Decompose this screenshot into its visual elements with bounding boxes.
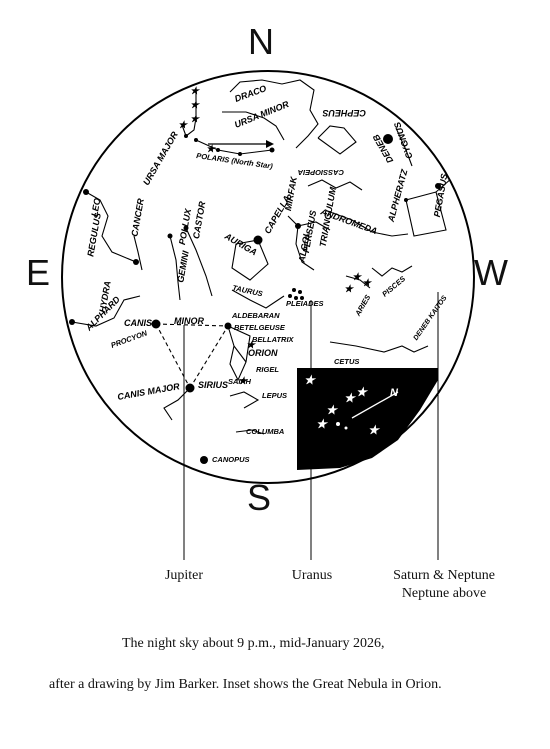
- svg-text:★: ★: [178, 120, 189, 131]
- andromeda-lines: [329, 211, 409, 237]
- svg-text:★: ★: [362, 278, 373, 289]
- label-pisces: PISCES: [380, 274, 407, 299]
- leo-lines: [85, 191, 137, 263]
- svg-text:★: ★: [238, 376, 249, 387]
- columba-lines: [235, 429, 265, 435]
- deneb-star: [383, 134, 393, 144]
- caption-line-2: after a drawing by Jim Barker. Inset sho…: [49, 677, 442, 692]
- planet-saturn-neptune: Saturn & Neptune: [393, 568, 495, 583]
- label-canopus: CANOPUS: [212, 455, 250, 464]
- label-aldebaran: ALDEBARAN: [231, 311, 280, 320]
- planet-jupiter: Jupiter: [164, 568, 204, 583]
- taurus-lines: [231, 289, 285, 309]
- compass-south: S: [247, 477, 272, 518]
- label-auriga: AURIGA: [222, 231, 259, 258]
- procyon-star: [151, 319, 161, 329]
- canis-major-lines: [163, 387, 191, 421]
- label-betelgeuse: BETELGEUSE: [234, 323, 286, 332]
- label-leo: LEO: [89, 197, 102, 217]
- label-canis-major: CANIS MAJOR: [117, 381, 181, 402]
- label-cepheus: CEPHEUS: [322, 108, 366, 118]
- label-castor: CASTOR: [191, 200, 208, 239]
- capella-star: [253, 235, 263, 245]
- label-cetus: CETUS: [334, 357, 359, 366]
- svg-text:★: ★: [356, 385, 369, 399]
- star-glyphs: ★★★ ★★ ★★★ ★★: [178, 86, 373, 387]
- label-procyon: PROCYON: [110, 328, 149, 350]
- winter-triangle: [155, 323, 229, 389]
- label-cygnus: CYGNUS: [392, 121, 415, 161]
- cygnus-lines: [395, 127, 413, 167]
- label-minor: MINOR: [174, 316, 204, 326]
- planet-neptune-above: Neptune above: [401, 586, 487, 601]
- draco-lines: [229, 79, 319, 149]
- label-bellatrix: BELLATRIX: [252, 335, 295, 344]
- svg-text:★: ★: [190, 114, 201, 125]
- svg-text:★: ★: [190, 86, 201, 97]
- svg-text:★: ★: [344, 391, 357, 405]
- label-alpheratz: ALPHERATZ: [386, 168, 410, 224]
- label-canis-minor: CANIS: [124, 318, 152, 328]
- label-aries: ARIES: [353, 293, 373, 318]
- svg-text:★: ★: [206, 144, 217, 155]
- label-draco: DRACO: [233, 83, 267, 104]
- nebula-inset: ★★★ ★★★ N: [297, 368, 438, 470]
- hydra-lines: [71, 295, 141, 327]
- gemini-lines: [185, 227, 213, 297]
- compass-west: W: [474, 252, 508, 293]
- label-saiph: SAIPH: [228, 377, 252, 386]
- label-cancer: CANCER: [129, 197, 146, 237]
- label-pleiades: PLEIADES: [286, 299, 324, 308]
- svg-text:★: ★: [190, 100, 201, 111]
- svg-text:★: ★: [246, 340, 257, 351]
- sky-circle: [61, 70, 475, 484]
- stars: [69, 134, 441, 464]
- compass-east: E: [26, 252, 51, 293]
- cancer-lines: [133, 235, 143, 271]
- label-regulus: REGULUS: [85, 212, 102, 257]
- svg-text:★: ★: [368, 423, 381, 437]
- inset-north-label: N: [390, 387, 399, 399]
- label-capella: CAPELLA: [262, 194, 292, 236]
- label-lepus: LEPUS: [262, 391, 287, 400]
- ursa-minor-lines: [222, 111, 285, 141]
- pegasus-lines: [405, 191, 447, 237]
- planet-uranus: Uranus: [291, 568, 333, 583]
- label-diphda: DENEB KAITOS: [413, 294, 449, 342]
- svg-text:★: ★: [352, 272, 363, 283]
- label-pegasus: PEGASUS: [432, 173, 449, 218]
- label-cassiopeia: CASSIOPEIA: [298, 168, 344, 177]
- cetus-lines: [329, 341, 429, 353]
- label-rigel: RIGEL: [256, 365, 279, 374]
- lepus-lines: [229, 391, 260, 409]
- caption-line-1: The night sky about 9 p.m., mid-January …: [122, 636, 385, 651]
- svg-text:★: ★: [304, 373, 317, 387]
- svg-text:★: ★: [326, 403, 339, 417]
- label-columba: COLUMBA: [246, 427, 284, 436]
- perseus-lines: [287, 215, 315, 271]
- cassiopeia-lines: [307, 179, 363, 191]
- label-taurus: TAURUS: [232, 283, 264, 298]
- canopus-star: [200, 456, 208, 464]
- label-sirius: SIRIUS: [198, 380, 228, 390]
- betelgeuse-star: [224, 322, 232, 330]
- compass-north: N: [248, 21, 274, 62]
- svg-text:★: ★: [316, 417, 329, 431]
- cepheus-lines: [317, 125, 357, 155]
- label-orion: ORION: [248, 348, 278, 358]
- sirius-star: [185, 383, 195, 393]
- label-gemini: GEMINI: [175, 250, 190, 284]
- pisces-lines: [371, 265, 413, 277]
- label-ursa-minor: URSA MINOR: [233, 99, 291, 130]
- svg-text:★: ★: [344, 284, 355, 295]
- aries-lines: [345, 275, 371, 289]
- label-polaris: POLARIS (North Star): [196, 151, 274, 171]
- label-ursa-major: URSA MAJOR: [141, 129, 180, 187]
